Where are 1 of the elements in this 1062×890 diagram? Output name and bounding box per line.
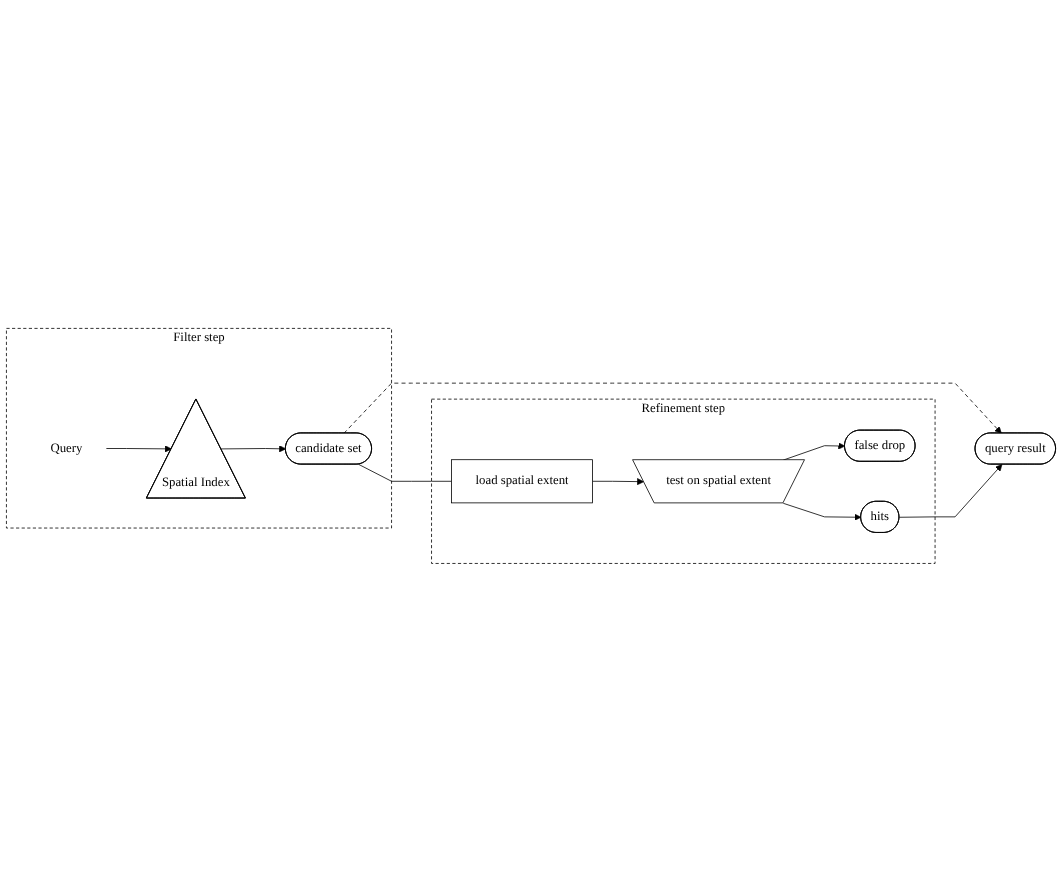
connector xyxy=(358,463,452,481)
